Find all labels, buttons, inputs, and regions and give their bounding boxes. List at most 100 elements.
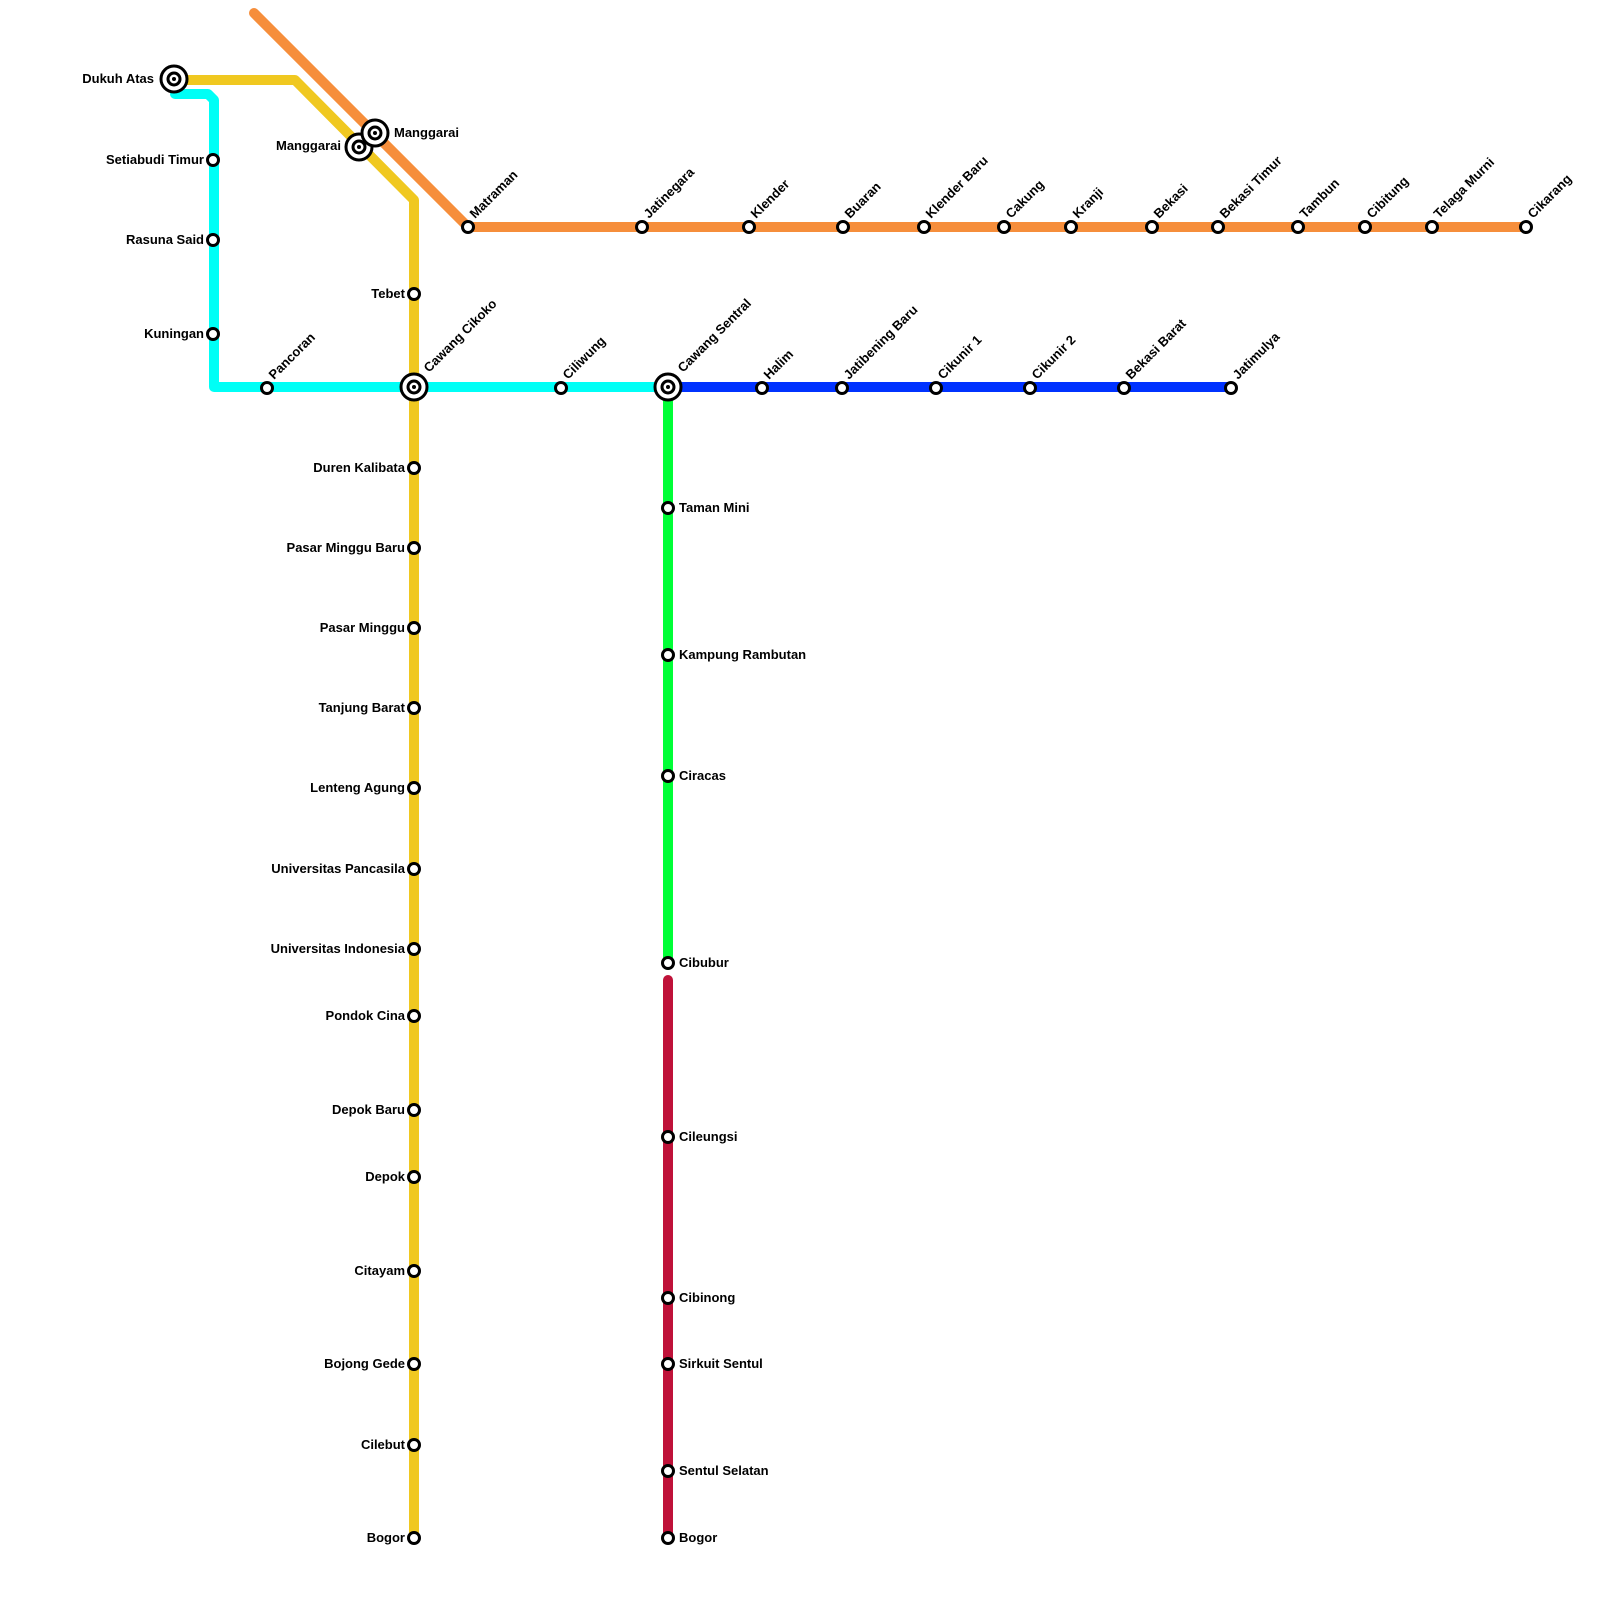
station-tebet[interactable]: Tebet: [371, 286, 421, 301]
station-cibinong[interactable]: Cibinong: [661, 1290, 736, 1305]
station-label: Cilebut: [361, 1437, 406, 1452]
station-bekasi-barat[interactable]: Bekasi Barat: [1117, 315, 1190, 395]
station-dot-icon: [661, 648, 675, 662]
station-dot-icon: [661, 1357, 675, 1371]
station-center-icon: [172, 77, 176, 81]
station-label: Bogor: [679, 1530, 717, 1545]
station-cibubur[interactable]: Cibubur: [661, 955, 729, 970]
station-kuningan[interactable]: Kuningan: [144, 326, 220, 341]
station-universitas-indonesia[interactable]: Universitas Indonesia: [271, 941, 421, 956]
station-dot-icon: [1224, 381, 1238, 395]
station-label: Rasuna Said: [126, 232, 204, 247]
station-dot-icon: [407, 541, 421, 555]
station-dot-icon: [661, 769, 675, 783]
station-dot-icon: [407, 1264, 421, 1278]
station-dot-icon: [206, 327, 220, 341]
station-dot-icon: [661, 1531, 675, 1545]
station-duren-kalibata[interactable]: Duren Kalibata: [313, 460, 421, 475]
station-label: Kampung Rambutan: [679, 647, 806, 662]
station-label: Universitas Pancasila: [271, 861, 405, 876]
station-dot-icon: [407, 942, 421, 956]
station-label: Cawang Cikoko: [421, 296, 500, 375]
station-citayam[interactable]: Citayam: [354, 1263, 421, 1278]
station-depok-baru[interactable]: Depok Baru: [332, 1102, 421, 1117]
station-label: Cikunir 1: [935, 332, 985, 382]
station-dot-icon: [407, 1531, 421, 1545]
station-dot-icon: [407, 1357, 421, 1371]
station-kampung-rambutan[interactable]: Kampung Rambutan: [661, 647, 807, 662]
station-dot-icon: [742, 220, 756, 234]
station-label: Ciliwung: [560, 333, 609, 382]
station-label: Jatibening Baru: [841, 302, 921, 382]
station-label: Bekasi: [1151, 181, 1191, 221]
line-cyan: [170, 89, 673, 392]
station-label: Pondok Cina: [326, 1008, 406, 1023]
station-dot-icon: [836, 220, 850, 234]
station-bekasi-timur[interactable]: Bekasi Timur: [1211, 153, 1285, 234]
station-jatimulya[interactable]: Jatimulya: [1224, 329, 1284, 395]
station-dot-icon: [1358, 220, 1372, 234]
station-label: Cileungsi: [679, 1129, 738, 1144]
station-dot-icon: [1519, 220, 1533, 234]
station-label: Cakung: [1003, 177, 1047, 221]
station-label: Kranji: [1070, 184, 1107, 221]
station-jatibening-baru[interactable]: Jatibening Baru: [835, 302, 921, 395]
station-label: Setiabudi Timur: [106, 152, 204, 167]
station-pasar-minggu[interactable]: Pasar Minggu: [320, 620, 421, 635]
station-label: Depok Baru: [332, 1102, 405, 1117]
station-dot-icon: [1023, 381, 1037, 395]
station-dot-icon: [407, 701, 421, 715]
station-label: Jatimulya: [1230, 329, 1284, 383]
station-label: Tambun: [1297, 175, 1343, 221]
station-dot-icon: [1145, 220, 1159, 234]
station-dot-icon: [755, 381, 769, 395]
station-label: Pancoran: [266, 330, 319, 383]
station-bogor-crimson[interactable]: Bogor: [661, 1530, 718, 1545]
station-lenteng-agung[interactable]: Lenteng Agung: [310, 780, 421, 795]
station-label: Bekasi Timur: [1217, 153, 1285, 221]
station-label: Manggarai: [394, 125, 459, 140]
station-pasar-minggu-baru[interactable]: Pasar Minggu Baru: [287, 540, 421, 555]
station-pondok-cina[interactable]: Pondok Cina: [326, 1008, 421, 1023]
station-label: Bogor: [367, 1530, 405, 1545]
station-dot-icon: [407, 1103, 421, 1117]
station-universitas-pancasila[interactable]: Universitas Pancasila: [271, 861, 421, 876]
station-dot-icon: [407, 862, 421, 876]
station-cileungsi[interactable]: Cileungsi: [661, 1129, 738, 1144]
station-setiabudi-timur[interactable]: Setiabudi Timur: [106, 152, 220, 167]
station-label: Klender: [748, 176, 793, 221]
station-depok[interactable]: Depok: [365, 1169, 421, 1184]
station-dot-icon: [206, 153, 220, 167]
station-taman-mini[interactable]: Taman Mini: [661, 500, 750, 515]
station-label: Depok: [365, 1169, 406, 1184]
line-orange: [249, 8, 1531, 232]
station-label: Bojong Gede: [324, 1356, 405, 1371]
station-tanjung-barat[interactable]: Tanjung Barat: [319, 700, 421, 715]
station-klender-baru[interactable]: Klender Baru: [917, 153, 991, 234]
station-label: Cibitung: [1364, 173, 1412, 221]
station-label: Kuningan: [144, 326, 204, 341]
station-dot-icon: [407, 1170, 421, 1184]
station-bojong-gede[interactable]: Bojong Gede: [324, 1356, 421, 1371]
station-cilebut[interactable]: Cilebut: [361, 1437, 421, 1452]
station-label: Tebet: [371, 286, 405, 301]
station-label: Klender Baru: [923, 153, 991, 221]
station-dot-icon: [1064, 220, 1078, 234]
station-rasuna-said[interactable]: Rasuna Said: [126, 232, 220, 247]
station-dukuh-atas[interactable]: Dukuh Atas: [82, 64, 189, 94]
station-bogor-yellow[interactable]: Bogor: [367, 1530, 421, 1545]
station-dot-icon: [260, 381, 274, 395]
station-ciracas[interactable]: Ciracas: [661, 768, 726, 783]
station-sirkuit-sentul[interactable]: Sirkuit Sentul: [661, 1356, 763, 1371]
station-dot-icon: [661, 956, 675, 970]
station-cikarang[interactable]: Cikarang: [1519, 171, 1575, 234]
station-dot-icon: [1425, 220, 1439, 234]
station-label: Lenteng Agung: [310, 780, 405, 795]
station-sentul-selatan[interactable]: Sentul Selatan: [661, 1463, 769, 1478]
station-manggarai-orange[interactable]: Manggarai: [360, 118, 459, 148]
station-telaga-murni[interactable]: Telaga Murni: [1425, 154, 1498, 234]
station-manggarai-yellow[interactable]: Manggarai: [276, 132, 374, 162]
station-label: Pasar Minggu Baru: [287, 540, 406, 555]
station-label: Buaran: [842, 179, 884, 221]
station-label: Matraman: [467, 167, 521, 221]
